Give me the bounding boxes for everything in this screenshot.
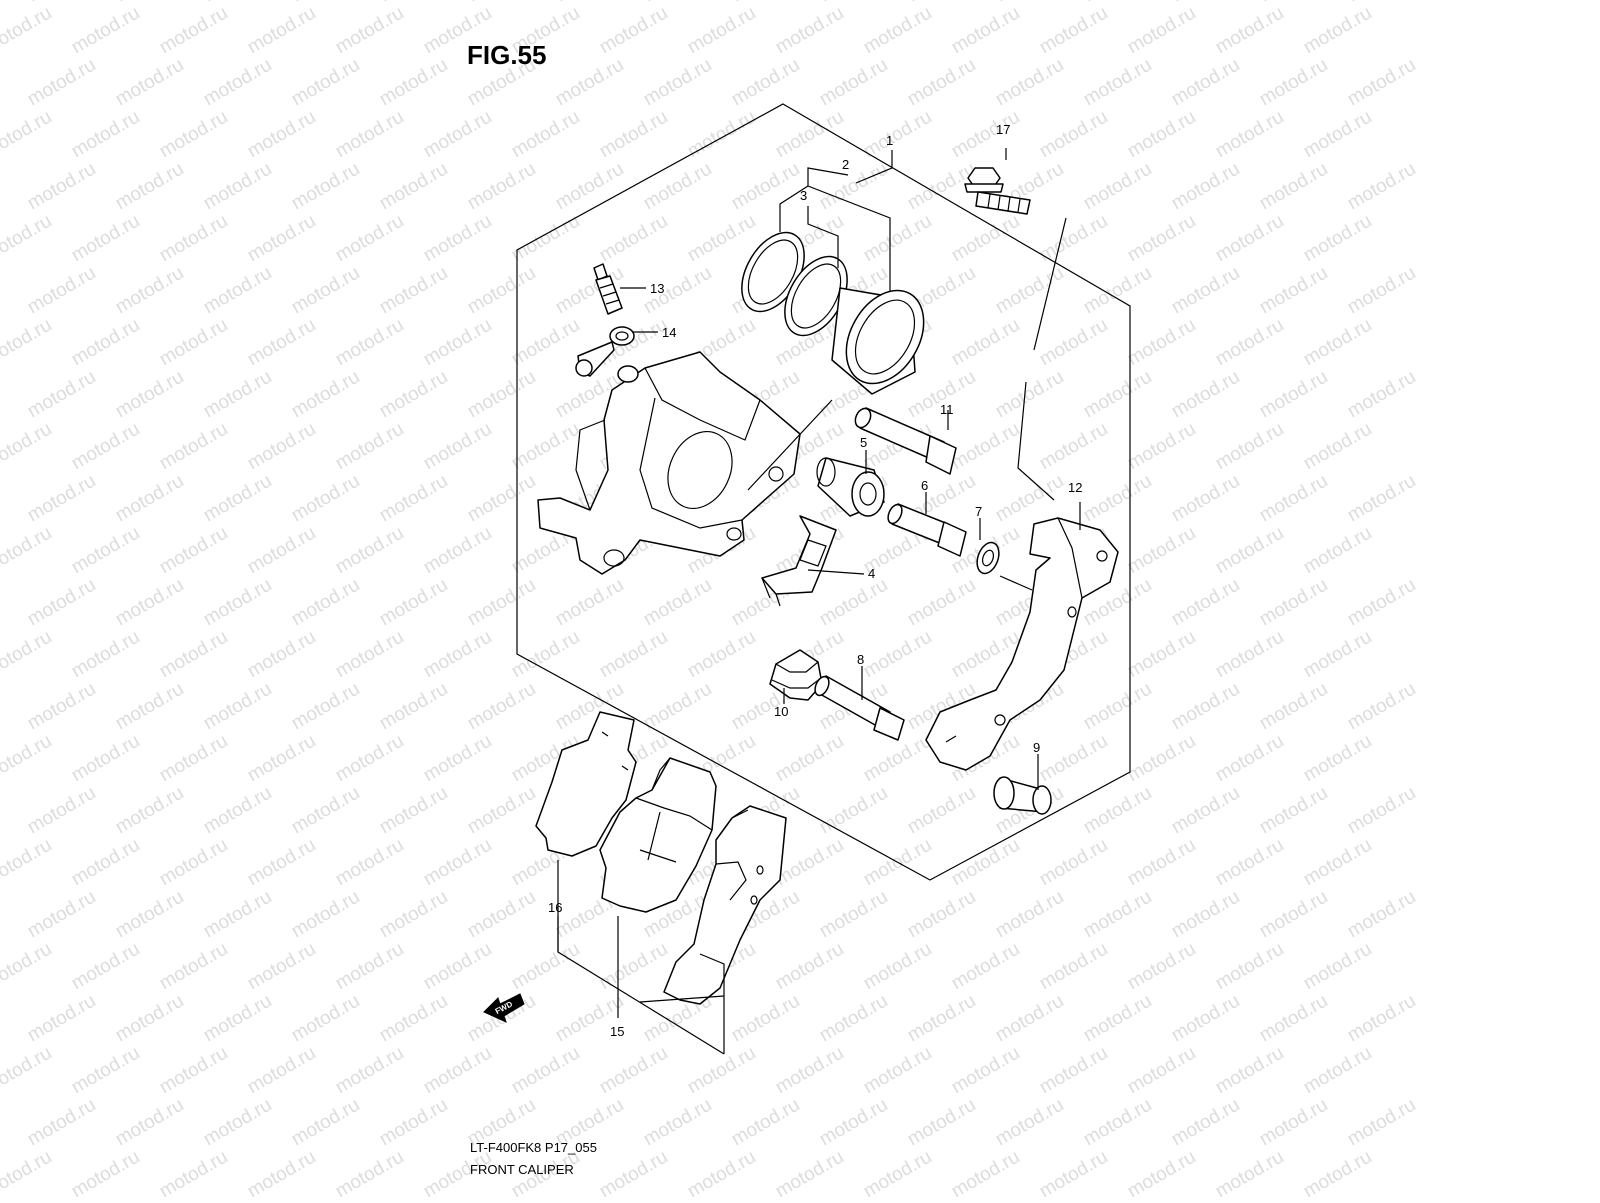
collar-part: [993, 776, 1052, 815]
part-label-4: 4: [868, 566, 875, 581]
sleeve-part: [816, 457, 885, 517]
caliper-bolt-part: [887, 503, 967, 557]
flange-bolt-part: [964, 167, 1031, 215]
part-label-7: 7: [975, 504, 982, 519]
part-label-5: 5: [860, 435, 867, 450]
leader-lines: [557, 148, 1081, 1055]
diagram-name: FRONT CALIPER: [470, 1162, 574, 1177]
part-label-9: 9: [1033, 740, 1040, 755]
piston-seal-part: [741, 231, 848, 337]
part-label-1: 1: [886, 133, 893, 148]
part-label-3: 3: [800, 188, 807, 203]
piston-part: [831, 287, 925, 395]
part-label-2: 2: [842, 157, 849, 172]
caliper-body: [537, 351, 801, 575]
part-label-6: 6: [921, 478, 928, 493]
washer-part: [976, 541, 1000, 575]
diagram-code: LT-F400FK8 P17_055: [470, 1140, 597, 1155]
part-label-16: 16: [548, 900, 562, 915]
part-label-15: 15: [610, 1024, 624, 1039]
part-labels: 1 2 3 4 5 6 7 8 9 10 11 12 13 14 15 16 1…: [548, 122, 1082, 1039]
shim-part: [535, 711, 637, 857]
part-label-13: 13: [650, 281, 664, 296]
bleeder-cap-part: [575, 326, 635, 377]
caliper-bracket-part: [925, 517, 1119, 771]
bleeder-valve-part: [593, 263, 623, 315]
forward-direction-badge: FWD: [483, 993, 525, 1023]
assembly-outline: [516, 103, 1131, 881]
pad-spring-part: [761, 515, 837, 607]
part-label-17: 17: [996, 122, 1010, 137]
guide-pin-part: [814, 675, 905, 741]
part-label-10: 10: [774, 704, 788, 719]
boot-part: [769, 649, 823, 701]
part-label-12: 12: [1068, 480, 1082, 495]
part-label-14: 14: [662, 325, 676, 340]
figure-title: FIG.55: [467, 40, 547, 70]
part-label-8: 8: [857, 652, 864, 667]
slide-pin-part: [854, 407, 957, 475]
part-label-11: 11: [940, 402, 954, 417]
brake-pad-set-part: [599, 757, 787, 1005]
